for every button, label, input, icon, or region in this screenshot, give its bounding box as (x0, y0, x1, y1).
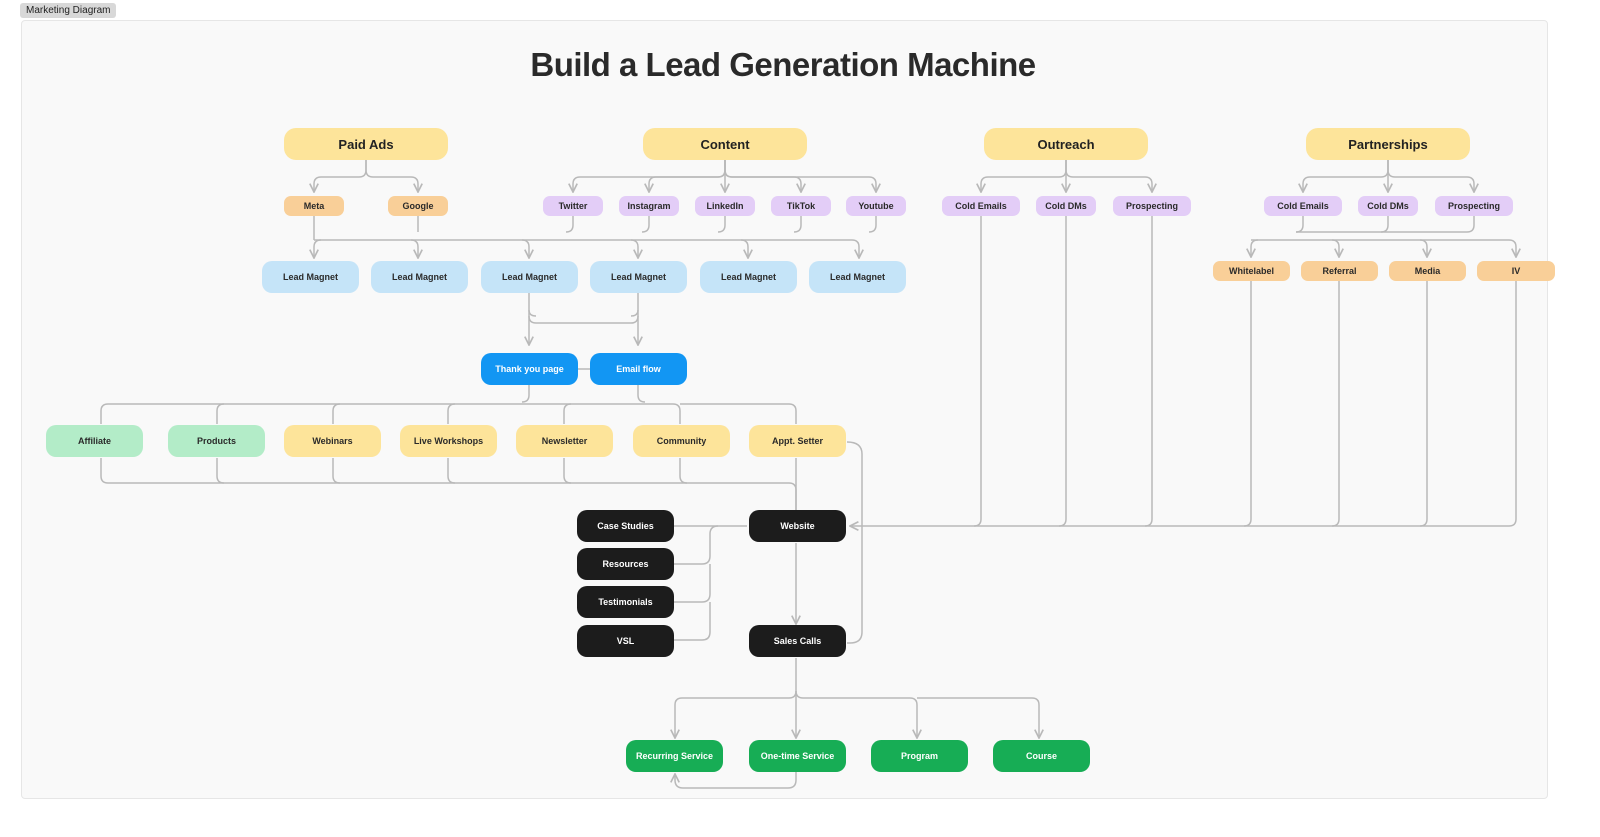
diagram-title: Build a Lead Generation Machine (530, 46, 1036, 83)
node-appt-setter[interactable]: Appt. Setter (749, 425, 846, 457)
node-resources[interactable]: Resources (577, 548, 674, 580)
node-referral[interactable]: Referral (1301, 261, 1378, 281)
node-community[interactable]: Community (633, 425, 730, 457)
node-affiliate[interactable]: Affiliate (46, 425, 143, 457)
node-outreach-cold-dms[interactable]: Cold DMs (1036, 196, 1096, 216)
category-outreach[interactable]: Outreach (984, 128, 1148, 160)
node-course[interactable]: Course (993, 740, 1090, 772)
node-recurring-service[interactable]: Recurring Service (626, 740, 723, 772)
node-iv[interactable]: IV (1477, 261, 1555, 281)
node-lead-magnet[interactable]: Lead Magnet (481, 261, 578, 293)
node-live-workshops[interactable]: Live Workshops (400, 425, 497, 457)
node-lead-magnet[interactable]: Lead Magnet (590, 261, 687, 293)
node-email-flow[interactable]: Email flow (590, 353, 687, 385)
node-lead-magnet[interactable]: Lead Magnet (371, 261, 468, 293)
node-lead-magnet[interactable]: Lead Magnet (700, 261, 797, 293)
node-partner-cold-emails[interactable]: Cold Emails (1264, 196, 1342, 216)
node-testimonials[interactable]: Testimonials (577, 586, 674, 618)
node-partner-cold-dms[interactable]: Cold DMs (1358, 196, 1418, 216)
category-partnerships[interactable]: Partnerships (1306, 128, 1470, 160)
node-outreach-cold-emails[interactable]: Cold Emails (942, 196, 1020, 216)
node-program[interactable]: Program (871, 740, 968, 772)
node-one-time-service[interactable]: One-time Service (749, 740, 846, 772)
node-partner-prospecting[interactable]: Prospecting (1435, 196, 1513, 216)
node-lead-magnet[interactable]: Lead Magnet (262, 261, 359, 293)
node-products[interactable]: Products (168, 425, 265, 457)
node-meta[interactable]: Meta (284, 196, 344, 216)
node-twitter[interactable]: Twitter (543, 196, 603, 216)
node-media[interactable]: Media (1389, 261, 1466, 281)
node-website[interactable]: Website (749, 510, 846, 542)
node-google[interactable]: Google (388, 196, 448, 216)
node-whitelabel[interactable]: Whitelabel (1213, 261, 1290, 281)
category-paid-ads[interactable]: Paid Ads (284, 128, 448, 160)
node-outreach-prospecting[interactable]: Prospecting (1113, 196, 1191, 216)
diagram-tab[interactable]: Marketing Diagram (20, 3, 117, 18)
node-sales-calls[interactable]: Sales Calls (749, 625, 846, 657)
node-lead-magnet[interactable]: Lead Magnet (809, 261, 906, 293)
category-content[interactable]: Content (643, 128, 807, 160)
node-webinars[interactable]: Webinars (284, 425, 381, 457)
node-thank-you-page[interactable]: Thank you page (481, 353, 578, 385)
node-tiktok[interactable]: TikTok (771, 196, 831, 216)
node-youtube[interactable]: Youtube (846, 196, 906, 216)
node-case-studies[interactable]: Case Studies (577, 510, 674, 542)
node-linkedin[interactable]: LinkedIn (695, 196, 755, 216)
node-newsletter[interactable]: Newsletter (516, 425, 613, 457)
node-vsl[interactable]: VSL (577, 625, 674, 657)
node-instagram[interactable]: Instagram (619, 196, 679, 216)
